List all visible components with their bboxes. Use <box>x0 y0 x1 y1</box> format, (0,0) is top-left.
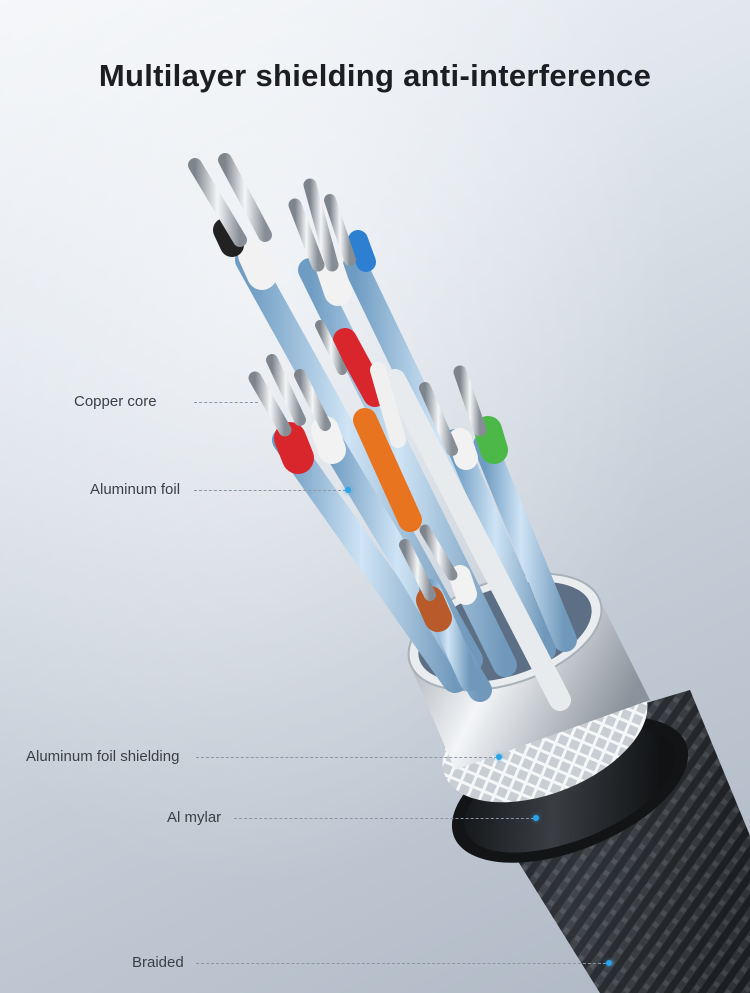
leader-braided <box>196 963 606 964</box>
inner-wires <box>235 247 577 711</box>
insulation-sleeves <box>213 218 508 632</box>
marker-dot-aluminum-foil <box>345 487 351 493</box>
marker-dot-braided <box>606 960 612 966</box>
label-braided: Braided <box>132 954 184 971</box>
marker-dot-al-mylar <box>533 815 539 821</box>
label-al-mylar: Al mylar <box>167 809 222 826</box>
label-aluminum-foil-shielding: Aluminum foil shielding <box>26 748 180 765</box>
banner-title: Multilayer shielding anti-interference <box>98 58 652 93</box>
leader-al-mylar <box>234 818 534 819</box>
leader-aluminum-foil-shielding <box>196 757 497 758</box>
label-copper-core: Copper core <box>74 393 157 410</box>
marker-dot-aluminum-foil-shielding <box>496 754 502 760</box>
label-aluminum-foil: Aluminum foil <box>90 481 181 498</box>
copper-core-tips <box>188 153 487 601</box>
leader-copper-core <box>194 402 258 403</box>
leader-aluminum-foil <box>194 490 346 491</box>
